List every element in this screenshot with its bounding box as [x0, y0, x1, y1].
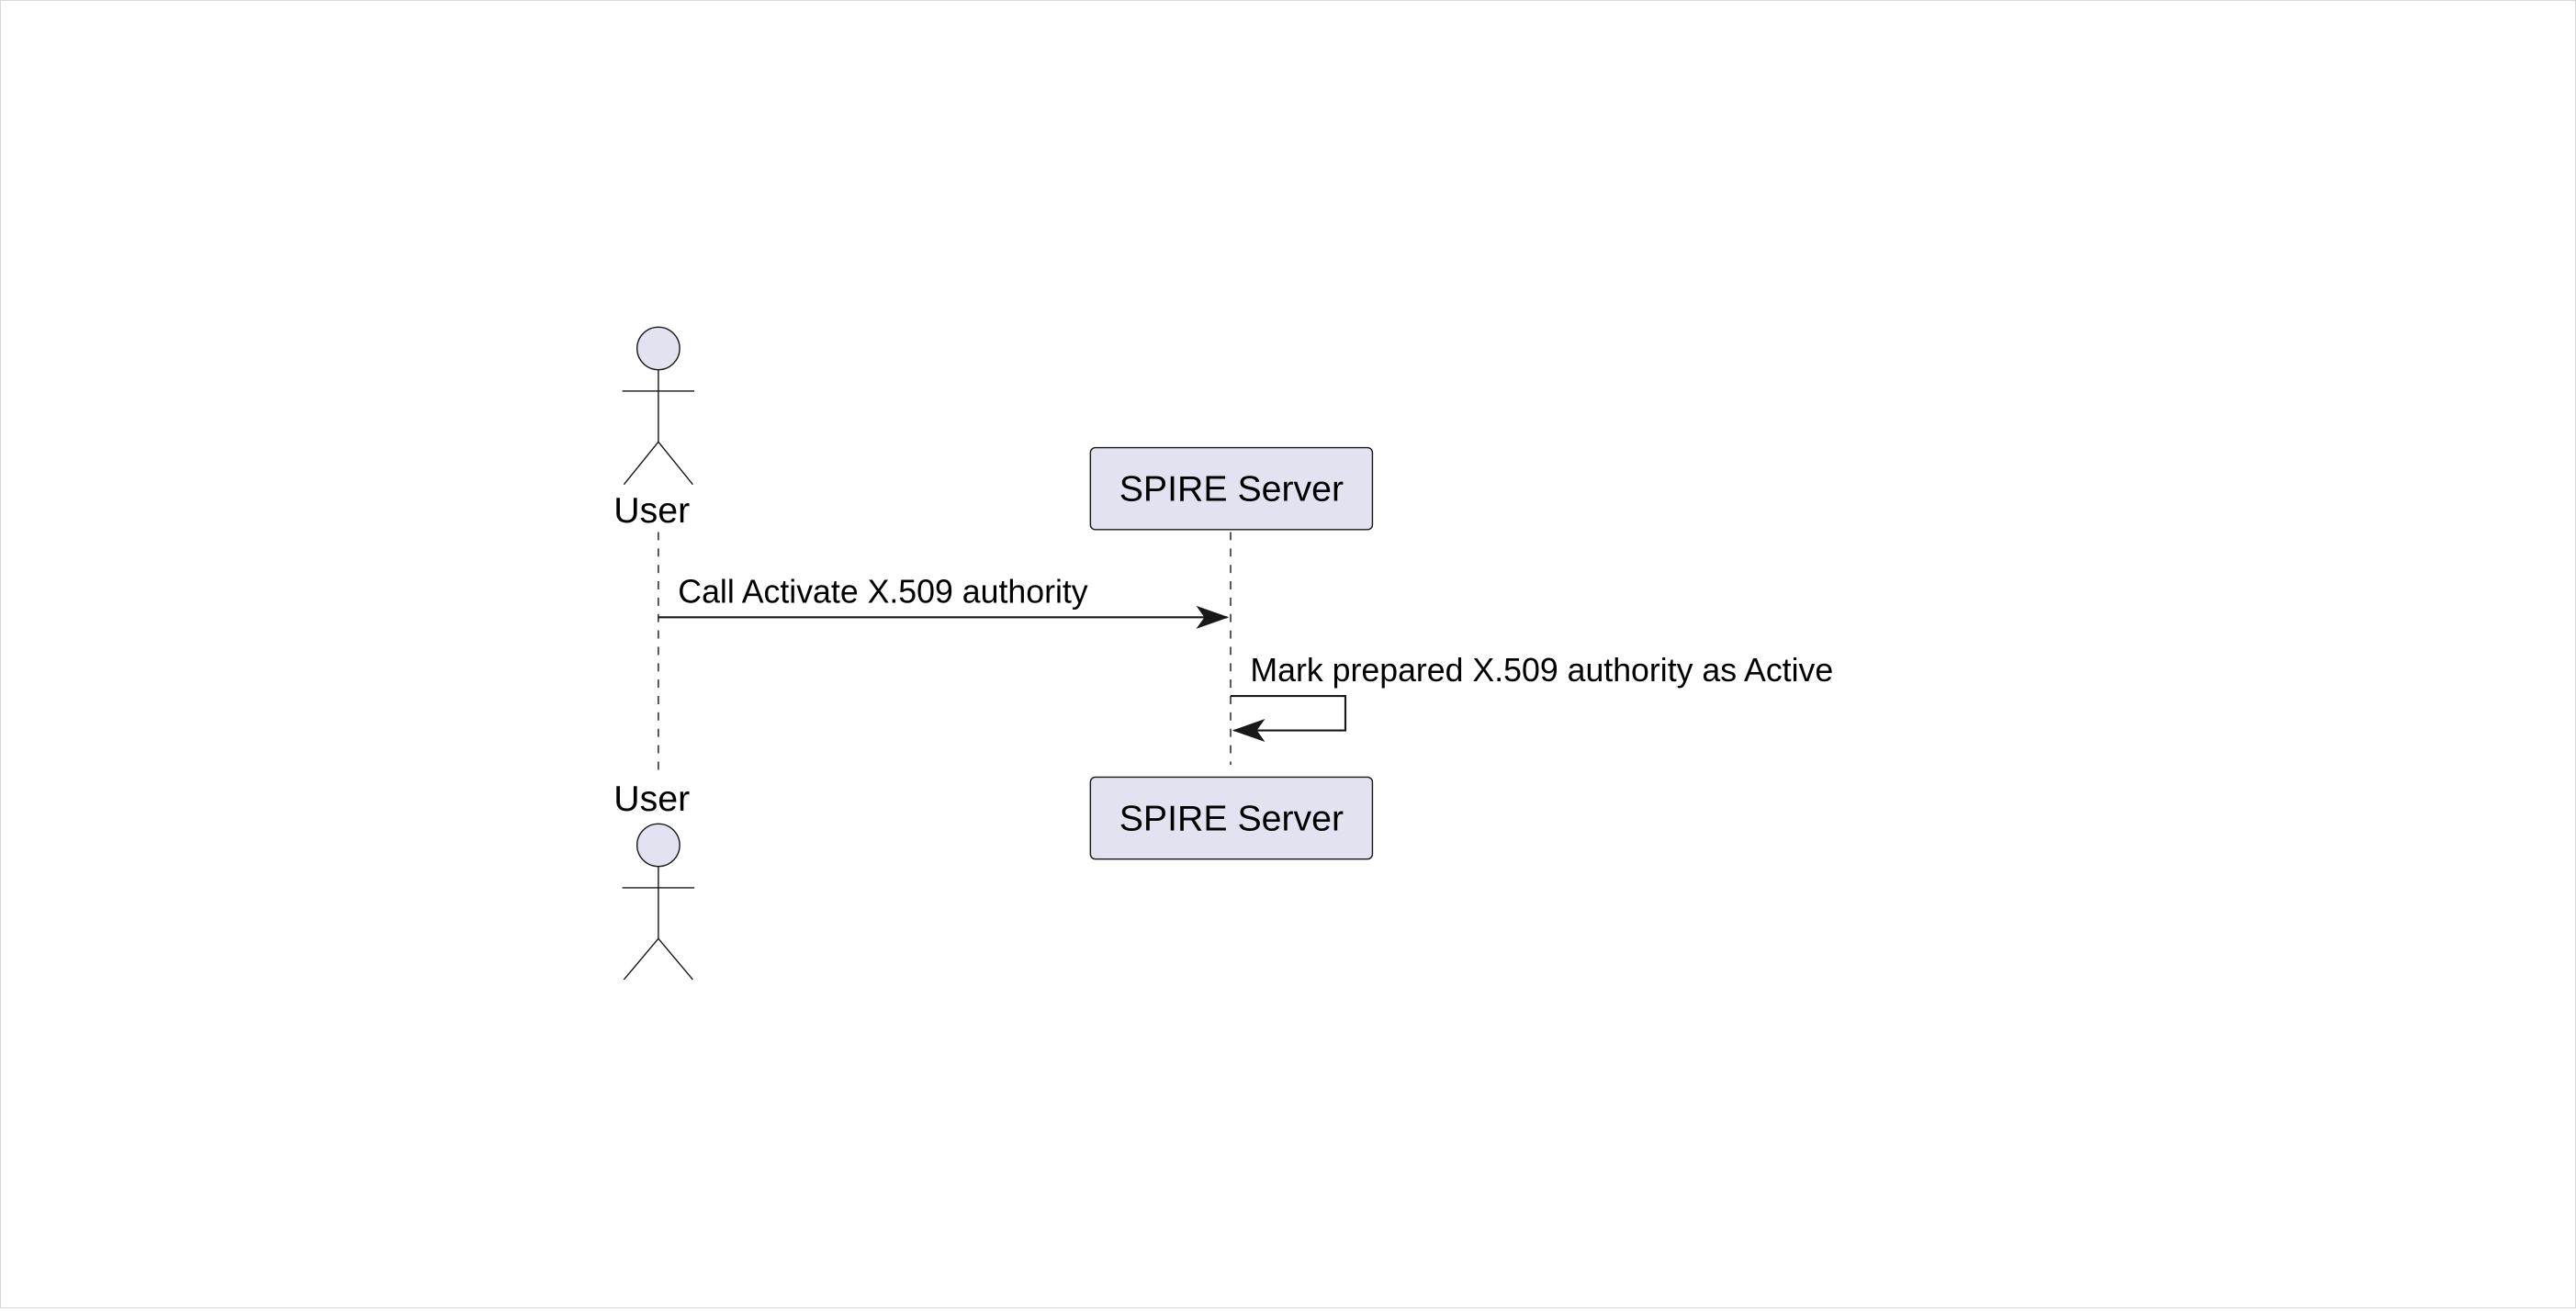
server-label-top: SPIRE Server	[1119, 469, 1344, 510]
message-activate: Call Activate X.509 authority	[658, 573, 1230, 629]
user-label-bottom: User	[613, 779, 690, 819]
user-actor-icon	[622, 326, 695, 486]
server-box-bottom	[1089, 776, 1374, 860]
server-participant-bottom: SPIRE Server	[1089, 776, 1374, 860]
server-box-top	[1089, 446, 1374, 531]
server-label-bottom: SPIRE Server	[1119, 798, 1344, 838]
user-label-top: User	[613, 490, 690, 531]
server-participant-top: SPIRE Server	[1089, 446, 1374, 531]
user-actor-bottom: User	[613, 779, 695, 981]
message-mark-active-arrow	[1231, 694, 1347, 743]
message-activate-label: Call Activate X.509 authority	[678, 573, 1087, 610]
user-actor-top: User	[613, 326, 695, 531]
message-mark-active: Mark prepared X.509 authority as Active	[1231, 652, 1833, 743]
message-mark-active-label: Mark prepared X.509 authority as Active	[1250, 652, 1833, 689]
user-actor-icon-bottom	[622, 823, 695, 981]
